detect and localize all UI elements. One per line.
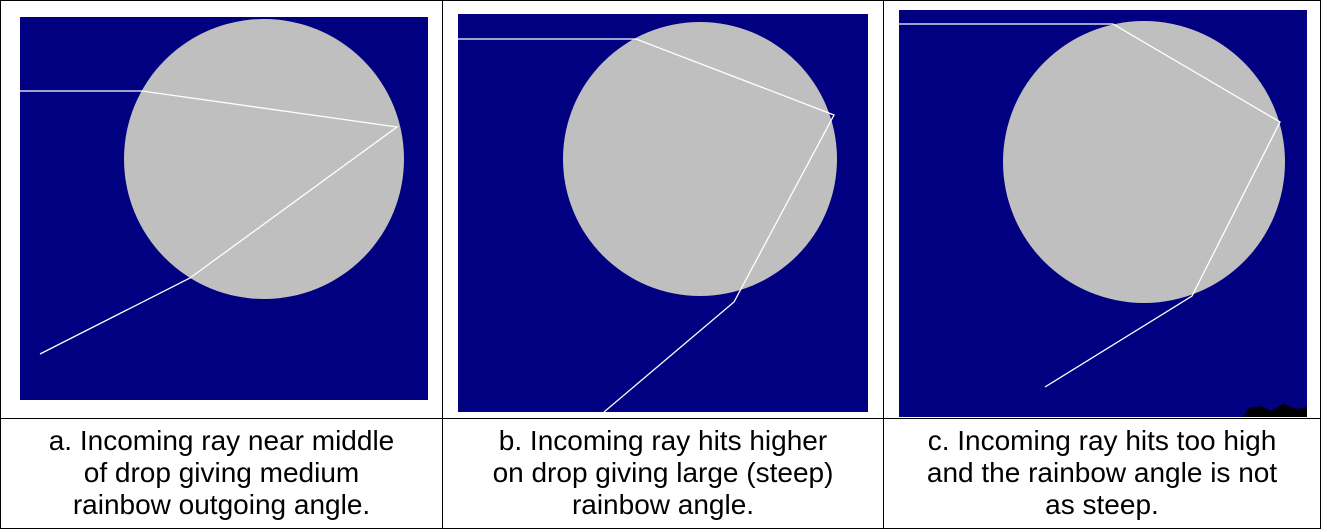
panel-b-diagram [458, 14, 868, 412]
caption-line: b. Incoming ray hits higher [498, 425, 828, 456]
caption-line: on drop giving large (steep) [492, 457, 834, 488]
caption-line: rainbow outgoing angle. [72, 489, 371, 520]
panel-c-diagram [899, 10, 1307, 417]
panel-a-diagram [20, 17, 428, 400]
panel-a-water-drop [124, 19, 404, 299]
panel-c-water-drop [1003, 21, 1285, 303]
table-row-divider [0, 418, 1321, 419]
caption-line: of drop giving medium [83, 457, 360, 488]
panel-b-light-ray [458, 38, 835, 412]
panel-c-dark-artifact [1243, 404, 1307, 417]
caption-line: and the rainbow angle is not [926, 457, 1278, 488]
panel-a-caption: a. Incoming ray near middle of drop givi… [1, 425, 442, 521]
panel-b-caption: b. Incoming ray hits higher on drop givi… [443, 425, 883, 521]
panel-c-caption: c. Incoming ray hits too high and the ra… [884, 425, 1320, 521]
caption-line: c. Incoming ray hits too high [927, 425, 1277, 456]
caption-line: as steep. [1045, 489, 1159, 520]
caption-line: a. Incoming ray near middle [48, 425, 395, 456]
panel-a-light-ray [20, 90, 399, 355]
table-divider-1 [442, 0, 443, 529]
table-divider-2 [883, 0, 884, 529]
caption-line: rainbow angle. [571, 489, 755, 520]
panel-c-light-ray [899, 23, 1281, 388]
